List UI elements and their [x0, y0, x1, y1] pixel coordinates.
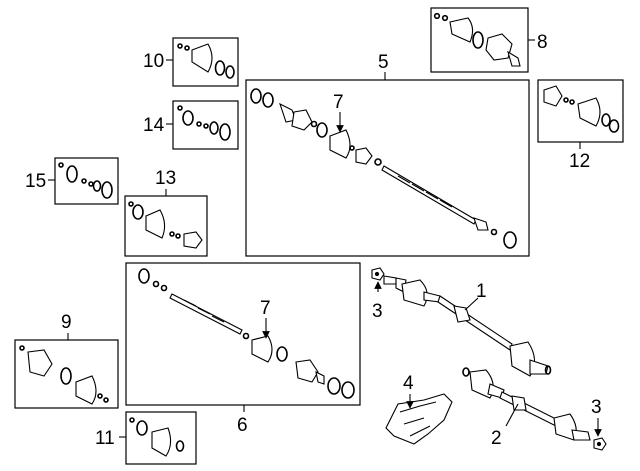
callout-7b: 7 — [260, 298, 271, 319]
part-group-15[interactable]: 15 — [25, 157, 119, 205]
callout-12: 12 — [569, 151, 590, 172]
callout-2: 2 — [491, 428, 502, 449]
part-box-9 — [14, 339, 119, 409]
callout-3b: 3 — [591, 397, 602, 418]
part-group-14[interactable]: 14 — [143, 100, 239, 150]
part-group-12[interactable]: 12 — [537, 79, 624, 172]
part-box-10 — [172, 37, 239, 87]
part-box-5 — [245, 79, 530, 257]
part-group-10[interactable]: 10 — [143, 37, 239, 87]
axle-nut-3a[interactable]: 3 — [371, 267, 385, 322]
callout-5: 5 — [378, 52, 389, 73]
part-box-6 — [125, 262, 361, 406]
part-group-13[interactable]: 13 — [124, 168, 208, 257]
callout-14: 14 — [143, 115, 165, 136]
axle-nut-3b[interactable]: 3 — [591, 397, 607, 451]
part-group-6[interactable]: 6 7 — [125, 262, 361, 436]
part-group-11[interactable]: 11 — [95, 411, 197, 465]
bracket-4[interactable]: 4 — [385, 373, 453, 445]
callout-15: 15 — [25, 171, 46, 192]
callout-4: 4 — [403, 373, 414, 394]
axle-assembly-2[interactable]: 2 — [462, 367, 591, 449]
callout-11: 11 — [95, 428, 115, 449]
callout-7a: 7 — [333, 92, 344, 113]
callout-1: 1 — [476, 281, 487, 302]
part-group-9[interactable]: 9 — [14, 312, 119, 409]
part-group-8[interactable]: 8 — [430, 7, 548, 73]
callout-10: 10 — [143, 51, 164, 72]
part-box-15 — [54, 157, 119, 205]
callout-9: 9 — [61, 312, 72, 333]
part-box-11 — [125, 411, 197, 465]
part-group-5[interactable]: 5 7 — [245, 52, 530, 257]
callout-6: 6 — [237, 415, 248, 436]
axle-assembly-1[interactable]: 1 — [383, 275, 552, 377]
part-box-14 — [172, 100, 239, 150]
callout-3a: 3 — [372, 301, 383, 322]
callout-13: 13 — [155, 168, 176, 189]
callout-8: 8 — [537, 32, 548, 53]
